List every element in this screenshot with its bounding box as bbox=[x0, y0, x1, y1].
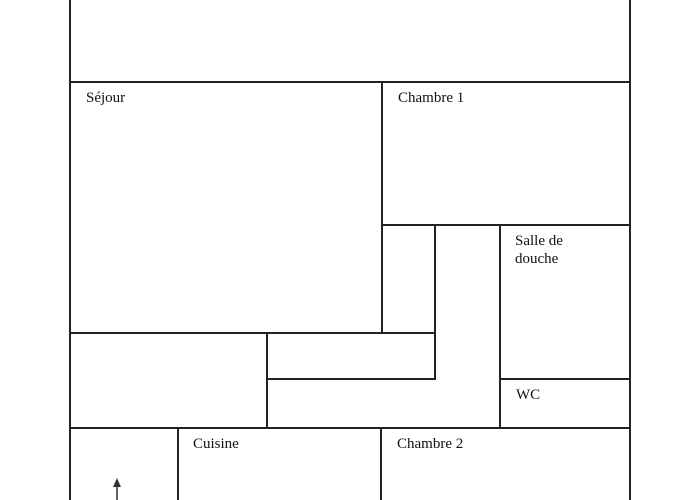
label-salle-de-douche-line1: Salle de bbox=[515, 233, 563, 249]
label-cuisine: Cuisine bbox=[193, 436, 239, 452]
entrance-arrow-icon bbox=[113, 478, 121, 500]
label-salle-de-douche-line2: douche bbox=[515, 251, 559, 267]
label-chambre-2: Chambre 2 bbox=[397, 436, 463, 452]
label-sejour: Séjour bbox=[86, 90, 125, 106]
label-chambre-1: Chambre 1 bbox=[398, 90, 464, 106]
label-wc: WC bbox=[516, 387, 540, 403]
